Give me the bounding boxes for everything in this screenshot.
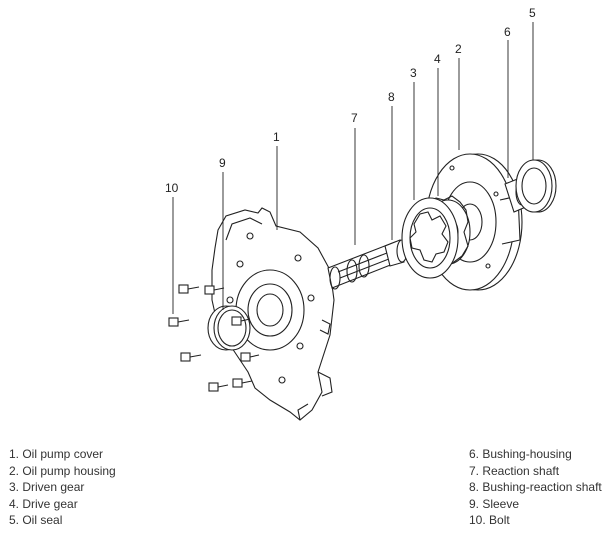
callout-1: 1 [273,130,280,144]
callout-5: 5 [529,6,536,20]
legend-item-driven-gear: 3. Driven gear [9,480,85,495]
bolt [240,352,260,362]
callout-8: 8 [388,90,395,104]
bolt [168,317,190,327]
legend-item-oil-pump-cover: 1. Oil pump cover [9,447,104,461]
legend-item-bushing-housing: 6. Bushing-housing [469,447,572,461]
legend-item-bolt: 10. Bolt [469,513,510,528]
leader-lines [172,22,534,314]
bolts [168,284,260,392]
bolt [178,284,200,294]
bolt [208,382,229,392]
legend-item-drive-gear: 4. Drive gear [9,496,78,511]
legend-item-oil-seal: 5. Oil seal [9,513,63,528]
driven-gear [401,197,459,279]
callout-6: 6 [504,25,511,39]
oil-seal [515,159,557,213]
legend-item-reaction-shaft: 7. Reaction shaft [469,463,560,478]
sleeve [207,305,251,351]
exploded-view-diagram: 1 2 3 4 5 6 7 8 9 10 [165,6,557,421]
legend-item-sleeve: 9. Sleeve [469,496,520,511]
callout-10: 10 [165,181,179,195]
legend-left-column: 1. Oil pump cover 2. Oil pump housing 3.… [9,446,116,529]
legend-right-column: 6. Bushing-housing 7. Reaction shaft 8. … [469,446,602,529]
bolt [204,285,225,295]
legend-item-oil-pump-housing: 2. Oil pump housing [9,463,116,478]
callout-7: 7 [351,111,358,125]
callout-4: 4 [434,52,441,66]
bolt [180,352,202,362]
callout-9: 9 [219,156,226,170]
callout-2: 2 [455,42,462,56]
legend-item-bushing-reaction-shaft: 8. Bushing-reaction shaft [469,480,602,495]
bolt [232,378,253,388]
bolt [231,316,251,326]
callout-3: 3 [410,66,417,80]
